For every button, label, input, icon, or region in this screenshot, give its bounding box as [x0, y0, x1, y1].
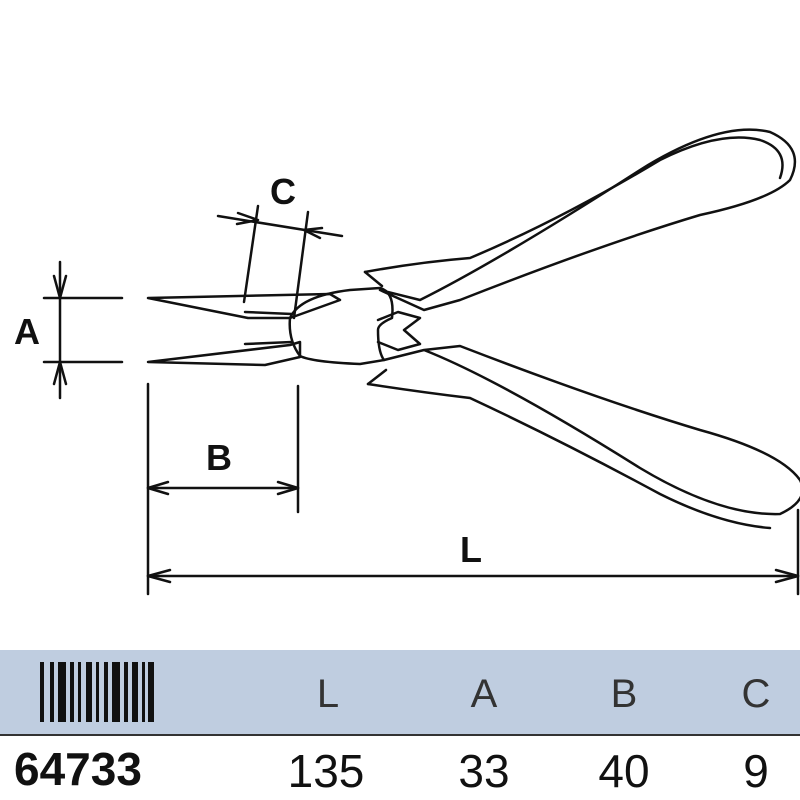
label-b: B: [206, 437, 232, 478]
spec-table: L A B C 64733 135 33 40 9: [0, 650, 800, 800]
pliers-dimension-drawing: A B C L: [14, 128, 800, 596]
article-code: 64733: [14, 743, 142, 795]
lower-jaw: [146, 340, 302, 367]
header-l: L: [316, 672, 340, 716]
value-a: 33: [458, 745, 510, 797]
upper-jaw: [146, 292, 342, 320]
pivot-head: [288, 286, 394, 366]
table-row: 64733 135 33 40 9: [0, 736, 800, 800]
header-c: C: [741, 672, 771, 716]
dimension-b: [146, 382, 300, 596]
label-l: L: [460, 529, 482, 570]
dimension-a: [42, 260, 124, 400]
label-c: C: [270, 171, 296, 212]
lower-handle: [382, 344, 800, 516]
table-header-row: L A B C: [0, 650, 800, 736]
value-c: 9: [743, 745, 769, 797]
dimension-l: [146, 508, 800, 596]
upper-handle: [378, 128, 797, 312]
table-divider: [0, 734, 800, 737]
header-b: B: [610, 672, 638, 716]
value-l: 135: [287, 745, 365, 797]
barcode-icon: [40, 662, 154, 722]
dimension-c: [216, 204, 344, 320]
value-b: 40: [598, 745, 650, 797]
header-a: A: [470, 672, 498, 716]
label-a: A: [14, 311, 40, 352]
